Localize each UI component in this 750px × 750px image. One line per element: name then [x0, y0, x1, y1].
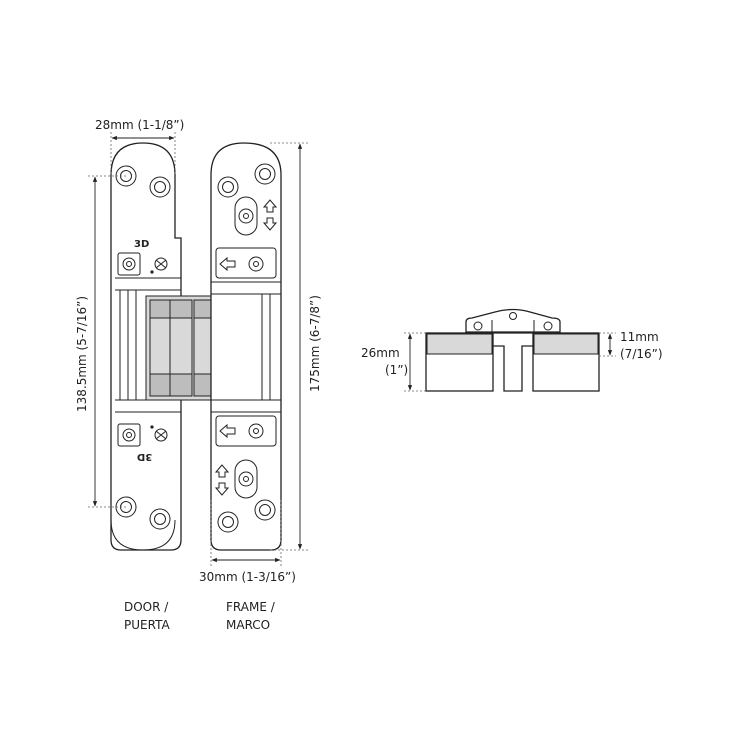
frame-lower-horizontal-screw-icon [248, 423, 264, 439]
frame-label-line2: MARCO [226, 618, 271, 632]
frame-label-line1: FRAME / [226, 600, 275, 614]
door-lower-3d-adjust-icon [154, 428, 168, 442]
dim-top-width-label: 28mm (1-1/8”) [95, 118, 185, 132]
frame-upper-arrow-down-icon [262, 217, 278, 231]
dim-bottom-width-label: 30mm (1-3/16”) [199, 570, 296, 584]
side-depth-label-line1: 11mm [620, 330, 659, 344]
door-lower-3d-mark: 3D [137, 451, 153, 462]
dim-right-height-label: 175mm (6-7/8”) [308, 295, 322, 392]
door-upper-3d-mark: 3D [134, 239, 150, 250]
dim-left-height-label: 138.5mm (5-7/16”) [75, 295, 89, 412]
frame-top-hole-2 [254, 163, 276, 185]
frame-top-hole-1 [217, 176, 239, 198]
door-upper-3d-adjust-icon [154, 257, 168, 271]
frame-plate [210, 142, 282, 551]
front-dimensions [88, 132, 308, 566]
frame-lower-arrow-up-icon [214, 464, 230, 478]
door-label-line2: PUERTA [124, 618, 170, 632]
hinge-side-view [404, 308, 616, 392]
door-label-line1: DOOR / [124, 600, 169, 614]
side-height-label-line2: (1”) [385, 363, 409, 377]
door-top-hole-2 [149, 176, 171, 198]
frame-upper-arrow-up-icon [262, 199, 278, 213]
frame-lower-vertical-screw-icon [238, 471, 254, 487]
frame-upper-vertical-screw-icon [238, 208, 254, 224]
frame-upper-arrow-left-icon [219, 256, 236, 272]
door-lower-adjust-screw-icon [122, 428, 136, 442]
frame-bottom-hole-1 [217, 511, 239, 533]
frame-lower-arrow-down-icon [214, 482, 230, 496]
frame-bottom-hole-2 [254, 499, 276, 521]
frame-lower-arrow-left-icon [219, 423, 236, 439]
door-bottom-hole-2 [149, 508, 171, 530]
side-depth-label-line2: (7/16”) [620, 347, 663, 361]
frame-upper-horizontal-screw-icon [248, 256, 264, 272]
side-height-label-line1: 26mm [361, 346, 400, 360]
door-upper-adjust-screw-icon [122, 257, 136, 271]
